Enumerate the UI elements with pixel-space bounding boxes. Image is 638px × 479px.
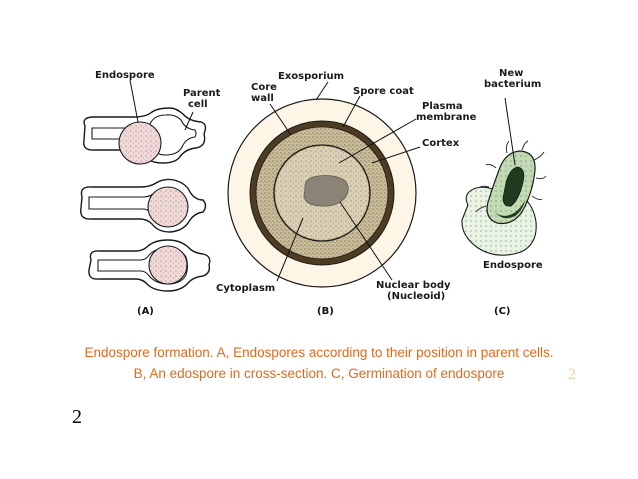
leader-spore-coat bbox=[342, 95, 361, 128]
label-plasma-membrane: Plasma membrane bbox=[416, 101, 477, 123]
figure-caption-line1: Endospore formation. A, Endospores accor… bbox=[84, 345, 554, 360]
panel-a-illustration bbox=[80, 79, 211, 292]
leader-plasma-membrane bbox=[338, 118, 417, 164]
figure-caption-number: 2 bbox=[568, 366, 576, 383]
leader-nuclear-body bbox=[339, 201, 393, 281]
germinating-core bbox=[502, 166, 525, 207]
label-nuclear-body: Nuclear body (Nucleoid) bbox=[376, 280, 454, 302]
label-new-bacterium-line2: bacterium bbox=[484, 79, 541, 90]
parent-cell-subterminal-spore bbox=[80, 178, 207, 233]
plasma-membrane-ring bbox=[273, 144, 371, 242]
label-core-wall: Core wall bbox=[251, 82, 280, 104]
label-endospore-a: Endospore bbox=[95, 70, 155, 81]
leader-cytoplasm bbox=[276, 217, 304, 282]
flagella bbox=[475, 140, 547, 213]
slide-number: 2 bbox=[72, 406, 82, 428]
panel-b-illustration bbox=[227, 81, 421, 288]
panel-c-label: (C) bbox=[494, 306, 510, 317]
nucleoid-shape bbox=[303, 175, 349, 207]
panel-a-label: (A) bbox=[137, 306, 154, 317]
label-core-wall-line1: Core bbox=[251, 82, 277, 93]
label-new-bacterium-line1: New bbox=[499, 68, 523, 79]
label-parent-cell: Parent cell bbox=[183, 88, 224, 110]
label-parent-cell-line1: Parent bbox=[183, 88, 221, 99]
label-spore-coat: Spore coat bbox=[353, 86, 414, 97]
leader-cortex bbox=[371, 146, 421, 164]
label-plasma-membrane-line1: Plasma bbox=[422, 101, 463, 112]
label-core-wall-line2: wall bbox=[251, 93, 274, 104]
label-endospore-c: Endospore bbox=[483, 260, 543, 271]
label-nuclear-body-line1: Nuclear body bbox=[376, 280, 451, 291]
figure-caption-line2: B, An edospore in cross-section. C, Germ… bbox=[133, 366, 505, 381]
leader-parent-cell bbox=[184, 111, 194, 131]
panel-c-illustration bbox=[461, 97, 547, 256]
leader-new-bacterium bbox=[504, 97, 516, 166]
parent-cell-terminal-spore bbox=[88, 239, 211, 292]
label-cortex: Cortex bbox=[422, 138, 460, 149]
label-nuclear-body-line2: (Nucleoid) bbox=[387, 291, 445, 302]
label-plasma-membrane-line2: membrane bbox=[416, 112, 477, 123]
label-parent-cell-line2: cell bbox=[188, 99, 208, 110]
label-exosporium: Exosporium bbox=[278, 71, 344, 82]
leader-exosporium bbox=[315, 81, 329, 101]
label-new-bacterium: New bacterium bbox=[484, 68, 541, 90]
parent-cell-central-spore bbox=[83, 107, 207, 165]
leader-core-wall bbox=[269, 103, 292, 136]
leader-endospore-a bbox=[129, 79, 139, 123]
label-cytoplasm: Cytoplasm bbox=[216, 283, 275, 294]
panel-b-label: (B) bbox=[317, 306, 334, 317]
